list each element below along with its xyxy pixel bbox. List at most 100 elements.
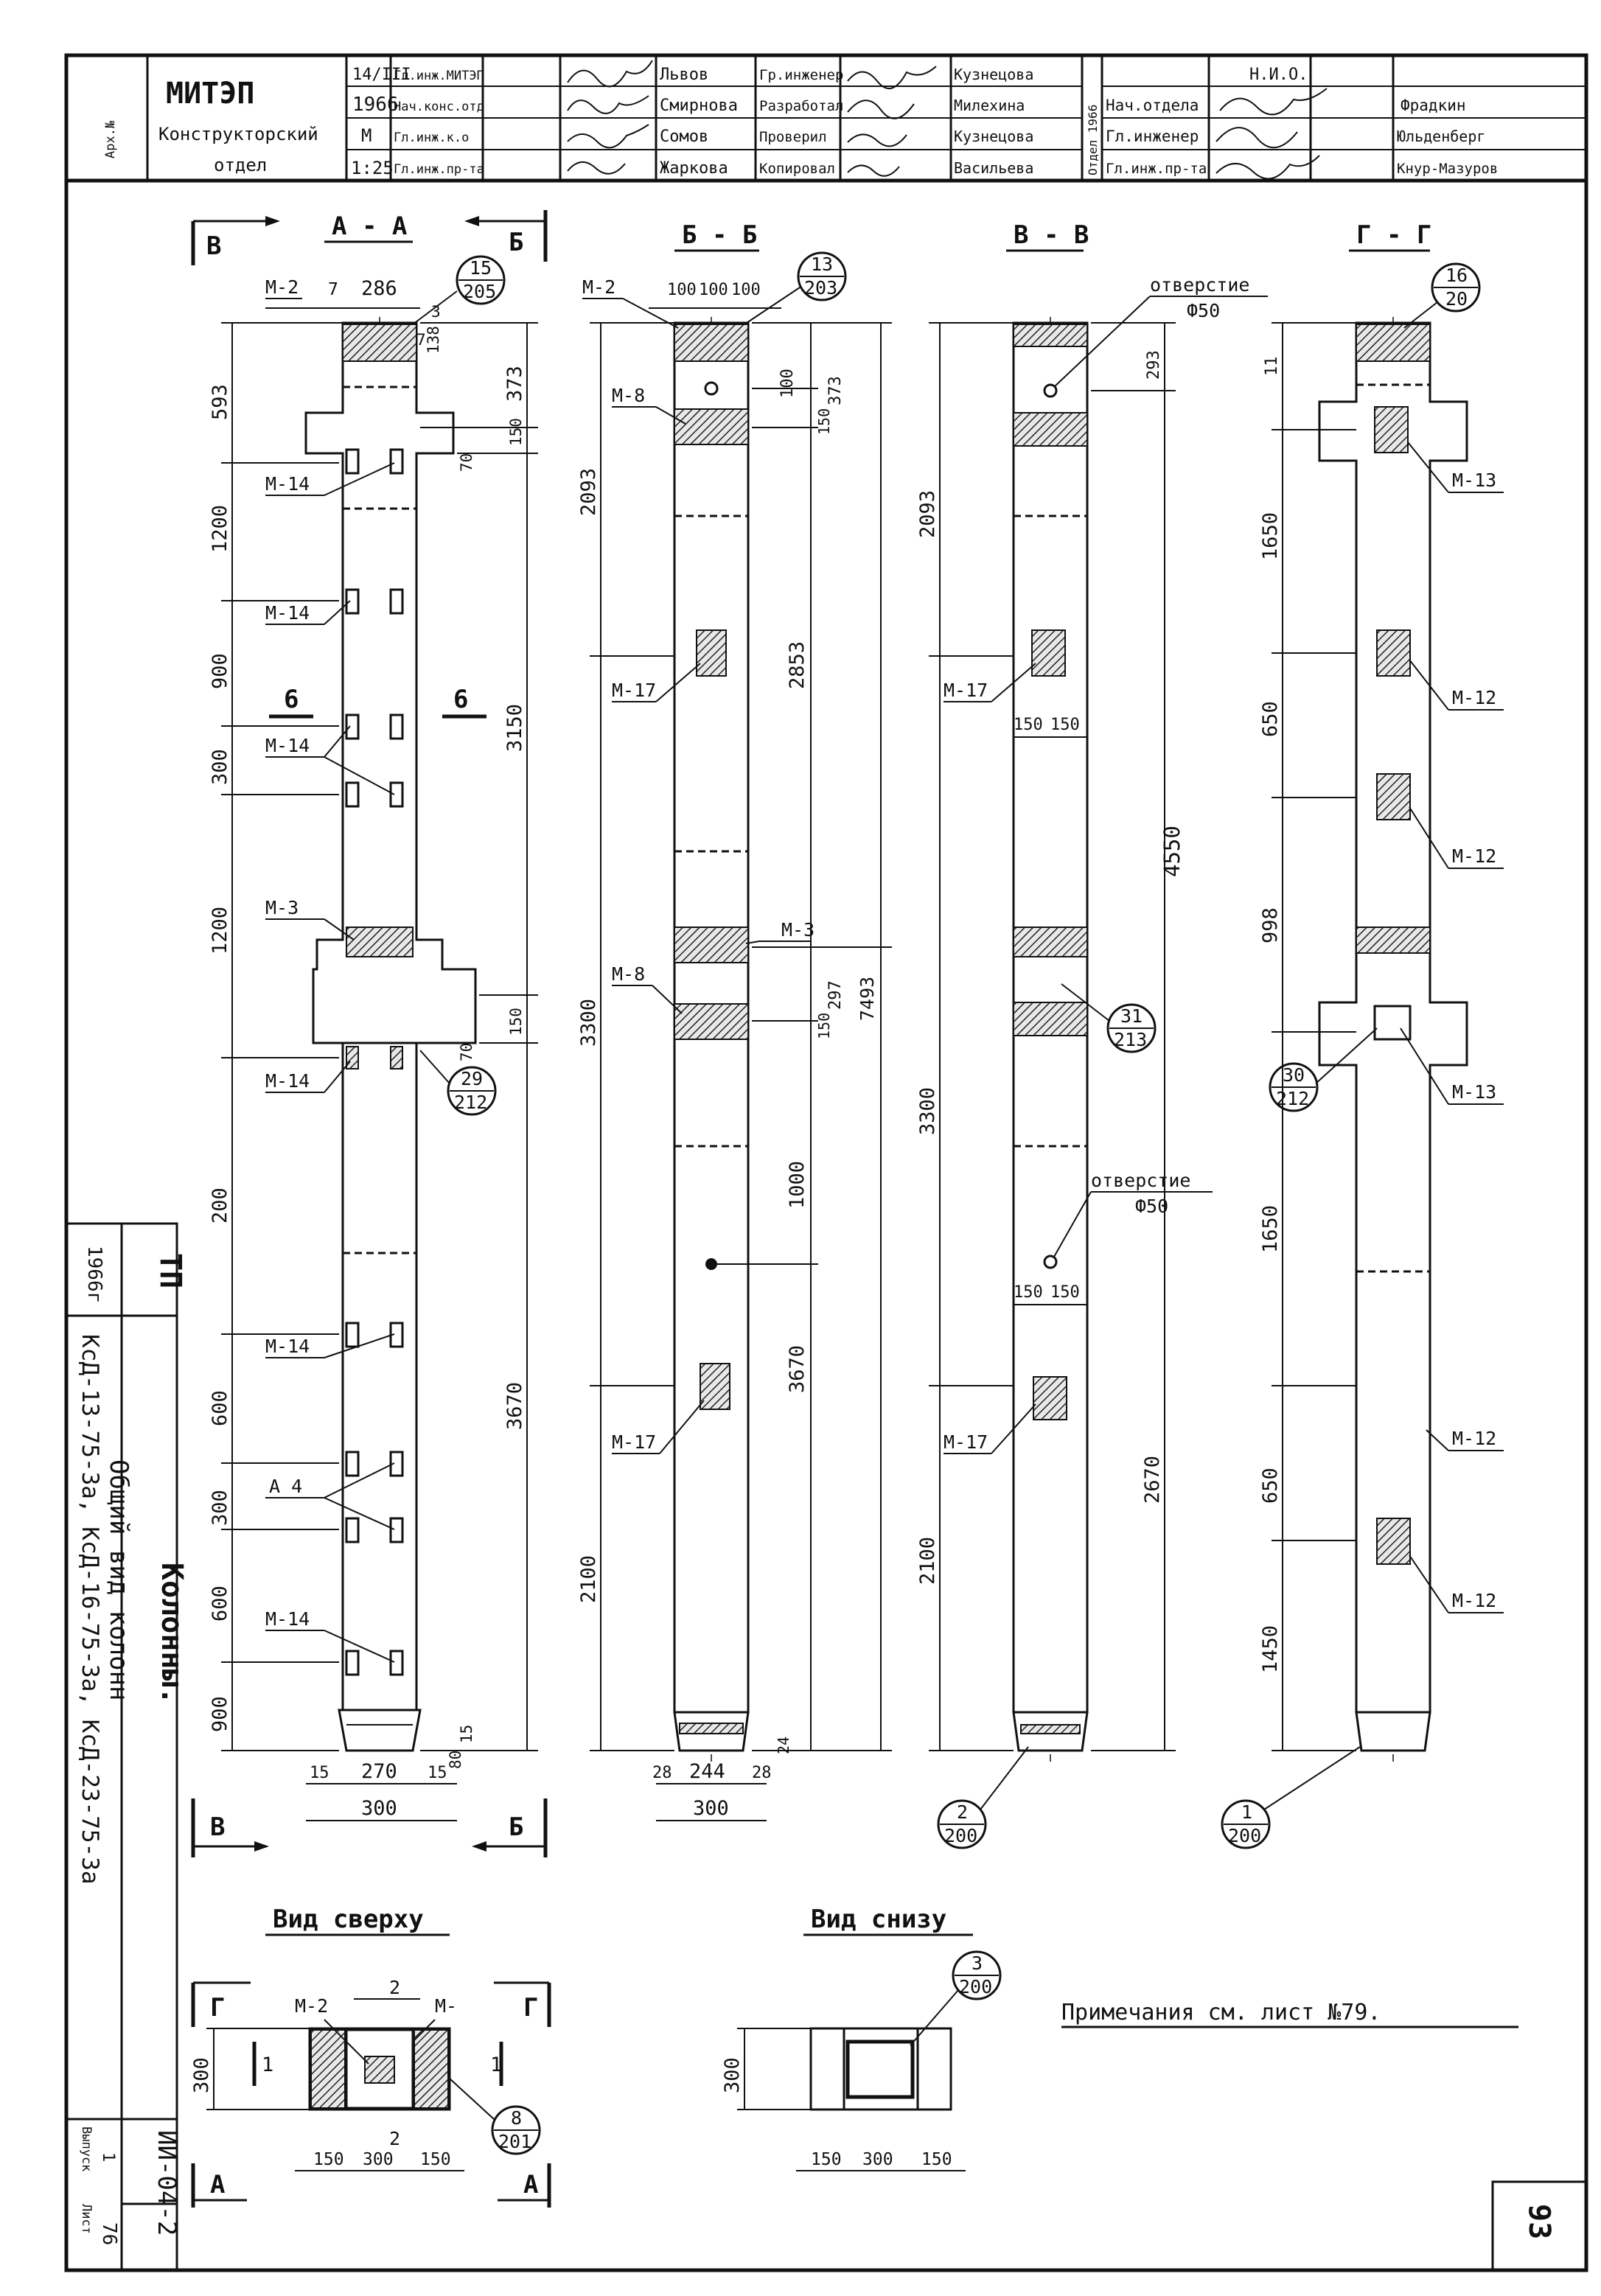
svg-text:213: 213 <box>1114 1029 1147 1050</box>
cut-marker-v-top: В <box>191 216 280 265</box>
svg-text:Г: Г <box>210 1993 225 2023</box>
dim-aa-150: 150 <box>507 418 525 446</box>
dim-aa-3: 3 <box>431 303 441 321</box>
dim-aa-70b: 70 <box>458 1043 475 1061</box>
mark-aa-m3: М-3 <box>265 897 299 918</box>
arch-no: Арх.№ <box>103 120 118 158</box>
callout-29-212: 29 212 <box>419 1050 497 1116</box>
svg-text:15: 15 <box>470 257 492 279</box>
role-right-1: Нач.отдела <box>1106 97 1199 114</box>
name-right-3: Кнур-Мазуров <box>1397 161 1498 177</box>
dim-aa-foot80: 80 <box>447 1751 464 1769</box>
org-dept-1: Конструкторский <box>158 124 318 144</box>
scale: 1:25 <box>351 158 394 178</box>
name-right-2: Юльденберг <box>1397 128 1485 145</box>
role-left-3: Гл.инж.к.о <box>394 130 469 145</box>
svg-text:212: 212 <box>1276 1088 1309 1109</box>
svg-text:2: 2 <box>957 1801 968 1823</box>
cut-marker-b-bottom: Б <box>472 1798 548 1857</box>
dim-aa-70: 70 <box>458 453 475 472</box>
name-left-2: Смирнова <box>660 97 738 115</box>
dim-gg-1650a: 1650 <box>1259 512 1282 560</box>
stamp-title: Колонны. <box>155 1563 189 1705</box>
callout-30-212: 30 212 <box>1269 1027 1378 1112</box>
dim-aa-b300: 300 <box>361 1797 397 1820</box>
callout-31-213: 31 213 <box>1061 983 1157 1053</box>
dim-aa-1200b: 1200 <box>209 907 231 955</box>
role-left-1: Гл.инж.МИТЭП <box>394 69 484 83</box>
dim-aa-7: 7 <box>328 280 338 299</box>
signature <box>847 164 900 177</box>
hole-label-2: отверстие <box>1091 1170 1190 1191</box>
dim-aa-foot15: 15 <box>458 1725 475 1743</box>
section-title-gg: Г - Г <box>1356 220 1431 250</box>
svg-text:Г: Г <box>523 1993 538 2023</box>
signature <box>567 95 649 114</box>
name-left-4: Жаркова <box>660 159 728 178</box>
tv-two-top: 2 <box>389 1977 400 1998</box>
svg-text:8: 8 <box>511 2107 522 2129</box>
svg-text:В: В <box>206 231 221 261</box>
dim-bb-24: 24 <box>775 1737 792 1754</box>
dim-bb-100: 100 <box>778 369 797 398</box>
dim-aa-3150: 3150 <box>503 704 526 752</box>
mark-aa-m2: М-2 <box>265 276 299 298</box>
mark-gg-m13b: М-13 <box>1452 1081 1496 1103</box>
cut-6-right: 6 <box>453 685 468 714</box>
section-title-bb: Б - Б <box>682 220 757 250</box>
dim-aa-900a: 900 <box>209 653 231 689</box>
mark-vv-m17b: М-17 <box>943 1431 988 1453</box>
bv-b150b: 150 <box>921 2150 952 2169</box>
header-right: Н.И.О. <box>1249 66 1308 84</box>
dim-aa-600b: 600 <box>209 1585 231 1622</box>
stamp-issue: 1 <box>99 2152 117 2162</box>
dim-vv-150b: 150 <box>1050 716 1080 734</box>
mark-aa-m14c: М-14 <box>265 735 310 756</box>
callout-13-203: 13 203 <box>744 251 847 325</box>
dim-aa-373: 373 <box>503 366 526 402</box>
dim-bb-3300: 3300 <box>577 999 600 1047</box>
svg-text:Б: Б <box>509 1812 523 1842</box>
signature <box>1215 155 1320 180</box>
page-number: 93 <box>1522 2204 1556 2239</box>
dim-aa-138: 138 <box>425 326 442 354</box>
dim-bb-297: 297 <box>826 980 845 1010</box>
dim-bb-b300: 300 <box>693 1797 729 1820</box>
tv-one-left: 1 <box>262 2054 273 2076</box>
date: 14/III <box>352 66 411 84</box>
stamp-series: ИИ-04-2 <box>152 2130 181 2236</box>
callout-8-201: 8 201 <box>449 2078 541 2155</box>
dim-bb-100b: 100 <box>699 281 728 299</box>
dim-bb-100c: 100 <box>731 281 761 299</box>
signature <box>847 66 937 90</box>
dim-bb-150b: 150 <box>815 1013 833 1039</box>
dim-aa-b15b: 15 <box>428 1764 447 1782</box>
stamp-tp: ТП <box>153 1253 187 1288</box>
name-left-1: Львов <box>660 66 708 84</box>
callout-15-205: 15 205 <box>412 255 506 325</box>
mark-bb-m8: М-8 <box>612 385 645 406</box>
dim-aa-150b: 150 <box>507 1008 525 1036</box>
signature <box>1215 127 1298 149</box>
svg-text:205: 205 <box>463 281 496 302</box>
callout-1-200: 1 200 <box>1221 1746 1361 1849</box>
name-mid-2: Милехина <box>954 97 1025 114</box>
column-gg: 11 1650 650 998 1650 650 1450 М-13 М-12 … <box>1221 262 1504 1849</box>
side-stamp: ТП 1966г Колонны. Общий вид колонн КсД-1… <box>65 1222 189 2272</box>
dim-aa-300b: 300 <box>209 1490 231 1526</box>
stamp-year: 1966г <box>83 1246 105 1303</box>
dim-aa-600a: 600 <box>209 1390 231 1426</box>
dim-bb-1000: 1000 <box>786 1161 809 1209</box>
tv-mark-m2: М-2 <box>295 1995 328 2017</box>
bv-b300: 300 <box>862 2150 893 2169</box>
role-left-4: Гл.инж.пр-та <box>394 162 484 177</box>
dim-aa-b15a: 15 <box>310 1764 329 1782</box>
dim-bb-100a: 100 <box>667 281 697 299</box>
top-view-title: Вид сверху <box>273 1905 424 1934</box>
mark-bb-m3: М-3 <box>781 919 815 941</box>
mark-bb-m2: М-2 <box>582 276 615 298</box>
svg-text:29: 29 <box>461 1068 483 1089</box>
bv-h300: 300 <box>721 2057 744 2093</box>
mark-gg-m12c: М-12 <box>1452 1428 1496 1449</box>
dim-aa-7b: 7 <box>416 331 426 349</box>
